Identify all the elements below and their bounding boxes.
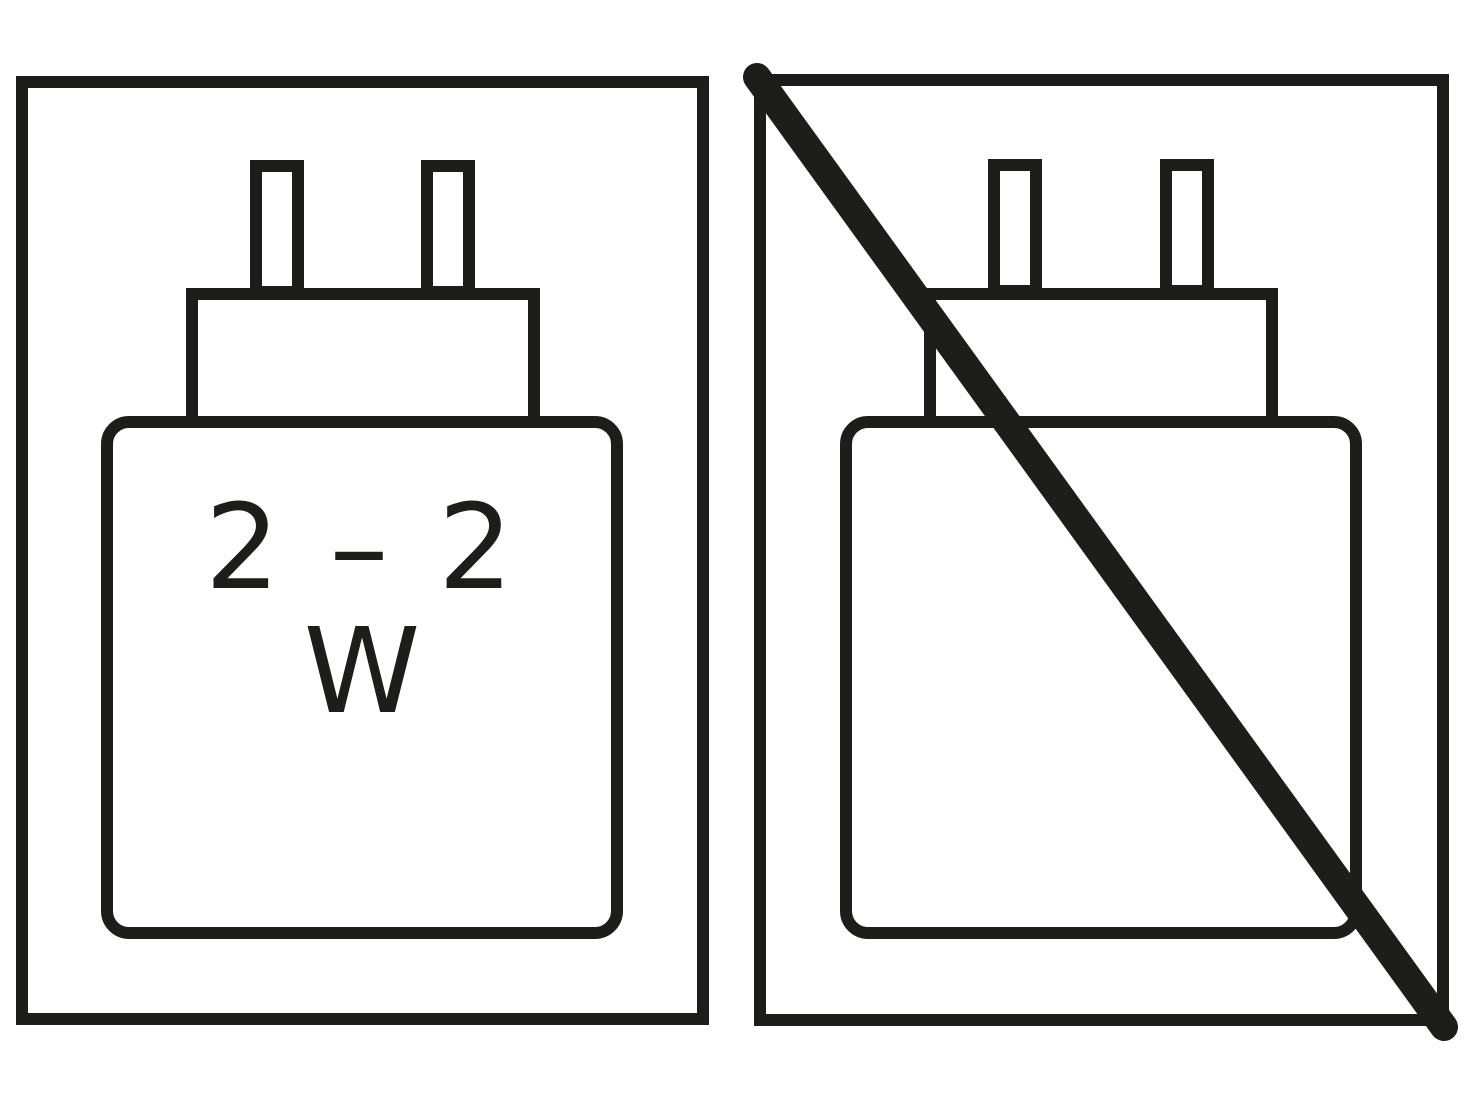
prong-right xyxy=(1160,159,1214,297)
charger-body xyxy=(101,416,623,939)
prong-right xyxy=(421,160,475,298)
charger-plug-icon xyxy=(840,159,1362,939)
strike-through-icon xyxy=(743,63,1458,1041)
wattage-range-label: 2 – 2 xyxy=(204,478,520,616)
prong-left xyxy=(250,160,304,298)
wattage-unit-label: W xyxy=(303,602,421,740)
charger-neck xyxy=(186,288,540,428)
prong-left xyxy=(988,159,1042,297)
allowed-charger-panel xyxy=(16,76,709,1025)
charger-plug-icon xyxy=(101,160,623,939)
charger-body xyxy=(840,416,1362,939)
